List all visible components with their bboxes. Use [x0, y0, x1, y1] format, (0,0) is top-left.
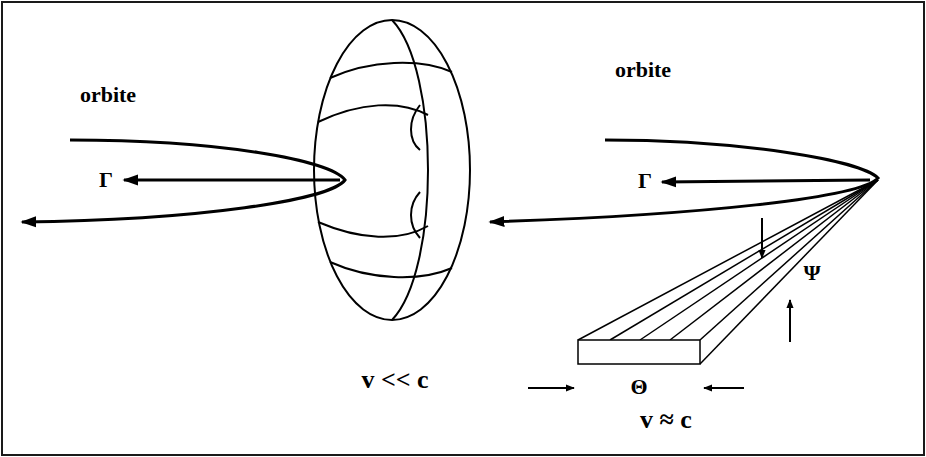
- radiation-beam: [578, 180, 878, 364]
- speed-caption: v << c: [361, 367, 428, 393]
- force-symbol: Γ: [99, 169, 113, 191]
- orbit-label: orbite: [615, 59, 671, 81]
- angle-symbol: Θ: [630, 376, 647, 398]
- dimension-arrow: [528, 387, 574, 389]
- speed-caption: v ≈ c: [640, 407, 692, 433]
- dimension-arrow: [704, 387, 744, 389]
- force-arrow: [662, 180, 870, 182]
- force-symbol: Γ: [638, 170, 652, 192]
- force-arrow: [124, 179, 340, 182]
- orbit-label: orbite: [80, 84, 136, 106]
- dipole-lobe: [314, 20, 470, 320]
- dimension-arrow: [789, 300, 791, 342]
- orbit-curve: [490, 140, 878, 222]
- dimension-arrow: [761, 218, 763, 258]
- angle-symbol: Ψ: [803, 262, 820, 284]
- orbit-curve: [22, 140, 345, 222]
